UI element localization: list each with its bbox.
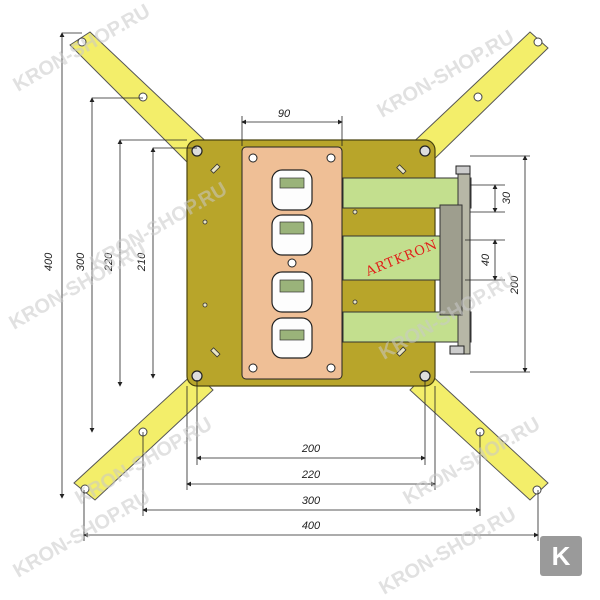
- svg-text:KRON-SHOP.RU: KRON-SHOP.RU: [376, 503, 520, 599]
- center-plate-holes: [248, 153, 336, 373]
- dim-bottom-400: 400: [302, 520, 321, 532]
- arm-holes: [77, 37, 543, 495]
- site-logo-badge: K: [540, 536, 582, 576]
- center-hole: [287, 258, 297, 268]
- dim-left-220: 220: [103, 252, 115, 272]
- dim-left-400: 400: [43, 252, 55, 271]
- window-internals: [279, 177, 305, 341]
- dim-right-200: 200: [509, 275, 521, 295]
- slider-rails: [342, 167, 472, 355]
- dimension-lines: [59, 32, 539, 541]
- slider-bolts: [449, 165, 471, 355]
- dim-bottom-220: 220: [301, 469, 321, 481]
- dim-right-40: 40: [480, 253, 492, 266]
- dim-bottom-300: 300: [302, 495, 321, 507]
- dim-right-30: 30: [501, 191, 513, 204]
- dim-left-300: 300: [75, 252, 87, 271]
- svg-text:KRON-SHOP.RU: KRON-SHOP.RU: [6, 238, 150, 334]
- dim-left-210: 210: [136, 252, 148, 272]
- dim-top-90: 90: [278, 108, 291, 120]
- plate-slots: [202, 163, 407, 358]
- dim-bottom-200: 200: [301, 443, 321, 455]
